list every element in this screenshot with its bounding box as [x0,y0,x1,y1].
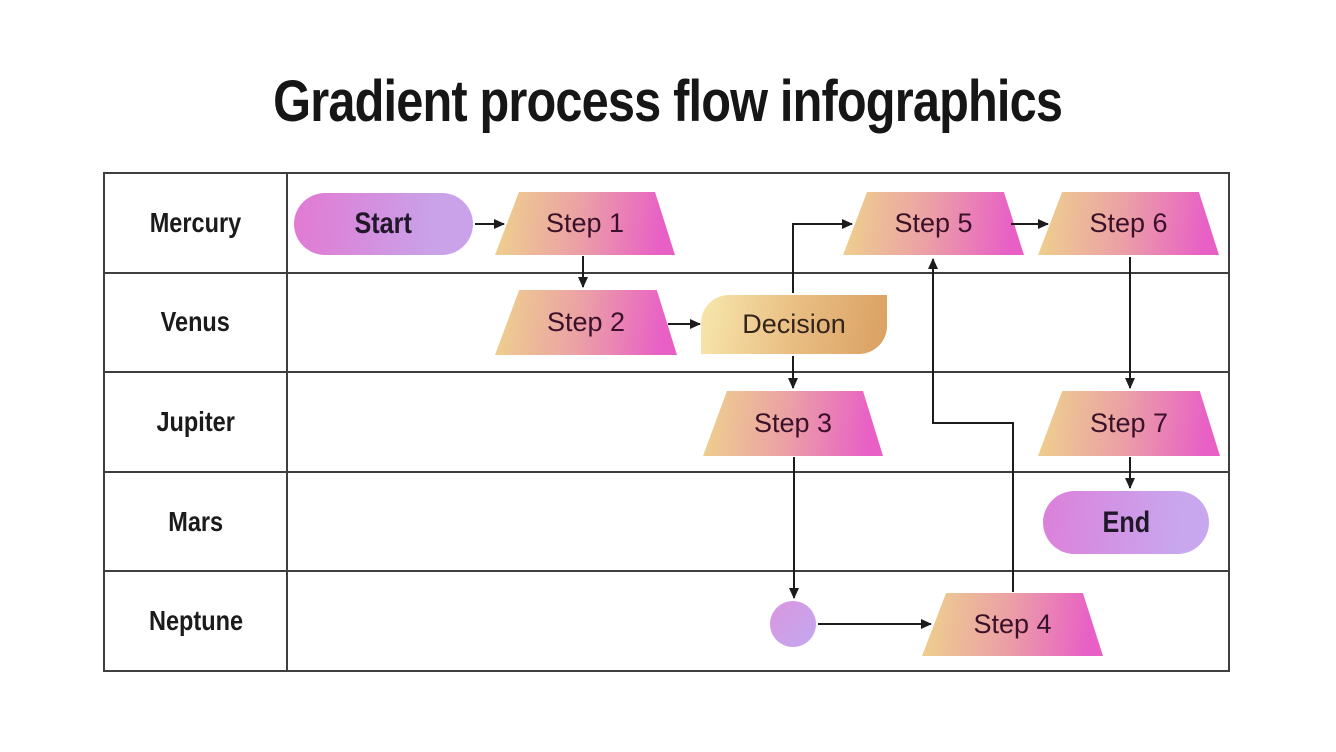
swimlane-row-jupiter: Jupiter [105,373,1228,473]
node-step2-label: Step 2 [546,307,626,337]
lane-label-cell-jupiter: Jupiter [105,373,288,471]
node-step5-label: Step 5 [894,208,973,238]
lane-label-cell-mars: Mars [105,472,288,571]
node-step5: Step 5 [843,192,1024,255]
node-end: End [1043,491,1209,554]
swimlane-row-neptune: Neptune [105,572,1228,670]
node-step2: Step 2 [495,290,677,355]
node-step1-label: Step 1 [545,208,625,238]
node-end-label: End [1102,505,1150,539]
lane-label-cell-mercury: Mercury [105,174,288,272]
node-step4: Step 4 [922,593,1103,656]
lane-label-cell-venus: Venus [105,273,288,372]
node-step4-label: Step 4 [973,609,1052,639]
node-step7-label: Step 7 [1089,408,1169,438]
node-step6-label: Step 6 [1089,208,1168,238]
lane-label-mars: Mars [168,505,223,537]
swimlane-row-mercury: Mercury [105,174,1228,274]
node-start-label: Start [354,207,413,240]
node-connector-circle [770,601,816,647]
node-decision: Decision [701,295,887,354]
node-step3-label: Step 3 [753,408,833,438]
swimlane-row-mars: Mars [105,472,1228,573]
lane-label-neptune: Neptune [148,605,243,637]
lane-label-jupiter: Jupiter [156,405,235,437]
node-start: Start [294,193,473,255]
lane-label-mercury: Mercury [149,206,242,238]
page-title: Gradient process flow infographics [0,68,1336,135]
lane-label-cell-neptune: Neptune [105,572,288,670]
page-title-text: Gradient process flow infographics [273,69,1063,134]
node-step1: Step 1 [495,192,675,255]
node-step3: Step 3 [703,391,883,456]
swimlane-row-venus: Venus [105,273,1228,374]
swimlane-table: Mercury Venus Jupiter Mars Neptune [103,172,1230,672]
node-step7: Step 7 [1038,391,1220,456]
lane-label-venus: Venus [160,306,231,338]
node-step6: Step 6 [1038,192,1219,255]
node-decision-label: Decision [742,309,846,339]
